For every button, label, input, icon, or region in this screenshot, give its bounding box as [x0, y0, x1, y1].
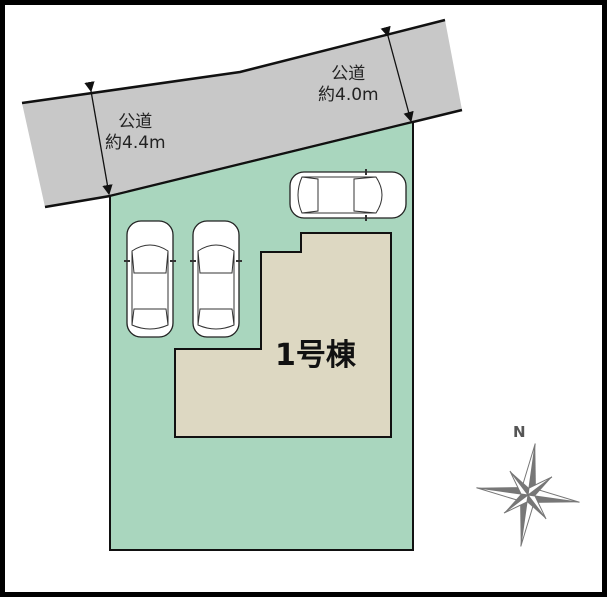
building-footprint [174, 232, 392, 438]
building-label: 1号棟 [275, 338, 356, 373]
road-name-right: 公道 [331, 64, 366, 84]
road-width-right: 約4.0m [318, 85, 379, 105]
road-width-arrow-right [380, 25, 414, 123]
road-width-arrow-left [84, 81, 113, 196]
car-parking-2 [189, 220, 243, 338]
plan-drawing [21, 18, 580, 551]
car-parking-1 [123, 220, 177, 338]
road-name-left: 公道 [118, 112, 153, 132]
compass-rose-icon [476, 443, 580, 547]
public-road [22, 20, 462, 207]
plan-canvas: 公道 約4.4m 公道 約4.0m 1号棟 N [5, 5, 602, 592]
road-label-right: 公道 約4.0m [318, 64, 379, 106]
road-width-left: 約4.4m [105, 133, 166, 153]
north-label: N [513, 423, 526, 441]
road-label-left: 公道 約4.4m [105, 112, 166, 154]
car-parking-3 [289, 168, 407, 222]
